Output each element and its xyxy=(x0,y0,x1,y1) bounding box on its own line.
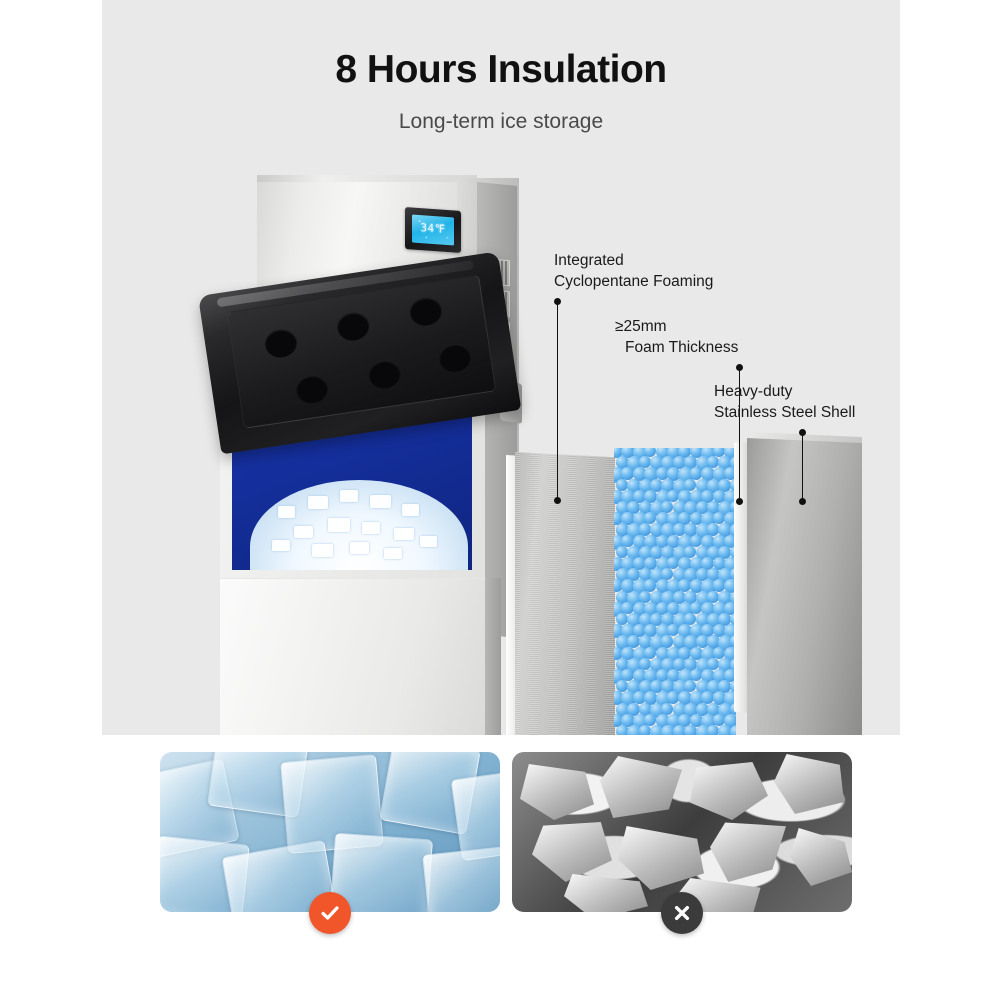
good-ice-card xyxy=(160,752,500,912)
machine-lower-cabinet xyxy=(220,578,485,735)
cross-icon xyxy=(674,905,690,921)
foam-core-layer xyxy=(614,448,736,735)
annotation-cyclopentane-foaming: Integrated Cyclopentane Foaming xyxy=(554,252,714,290)
inner-liner-layer xyxy=(515,452,615,735)
good-ice-image xyxy=(160,752,500,912)
ice-machine-illustration: 34℉ xyxy=(102,0,900,735)
ice-pile xyxy=(242,470,470,570)
bad-ice-card xyxy=(512,752,852,912)
hero-panel: 8 Hours Insulation Long-term ice storage… xyxy=(102,0,900,735)
temperature-display: 34℉ xyxy=(412,214,454,246)
page-subtitle: Long-term ice storage xyxy=(398,110,604,133)
machine-lower-edge xyxy=(485,578,501,735)
comparison-section xyxy=(0,752,1000,1000)
status-badge-approved xyxy=(309,892,351,934)
control-display-bezel: 34℉ xyxy=(405,207,461,253)
annotation-foam-thickness: ≥25mm Foam Thickness xyxy=(615,318,739,356)
status-badge-rejected xyxy=(661,892,703,934)
check-icon xyxy=(321,906,339,920)
annotation-stainless-steel-shell: Heavy-duty Stainless Steel Shell xyxy=(714,383,856,421)
page-title: 8 Hours Insulation xyxy=(335,48,667,91)
machine-top-edge xyxy=(257,175,477,182)
outer-shell-layer xyxy=(747,438,862,735)
bad-ice-image xyxy=(512,752,852,912)
